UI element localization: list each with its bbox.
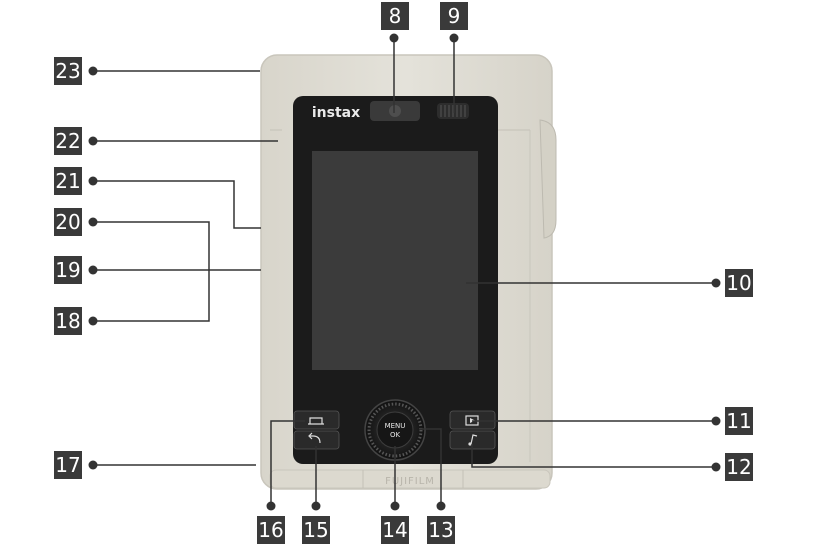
callout-10: 10 xyxy=(725,269,753,297)
bottom-brand-text: FUJIFILM xyxy=(385,476,435,487)
menu-ok-dial: MENU OK xyxy=(364,399,426,461)
callout-22: 22 xyxy=(54,127,82,155)
callout-13: 13 xyxy=(427,516,455,544)
callout-15: 15 xyxy=(302,516,330,544)
callout-16: 16 xyxy=(257,516,285,544)
left-upper-button xyxy=(293,410,340,430)
front-panel: instax xyxy=(293,96,498,464)
playback-button xyxy=(449,410,496,430)
callout-14: 14 xyxy=(381,516,409,544)
callout-17: 17 xyxy=(54,451,82,479)
menu-label: MENU xyxy=(385,422,406,430)
callout-20: 20 xyxy=(54,208,82,236)
leader-dots xyxy=(88,33,721,511)
leader-lines xyxy=(93,38,716,506)
back-button xyxy=(293,430,340,450)
callout-18: 18 xyxy=(54,307,82,335)
callout-23: 23 xyxy=(54,57,82,85)
ok-label: OK xyxy=(390,431,401,439)
callout-8: 8 xyxy=(381,2,409,30)
lcd-screen xyxy=(312,151,478,370)
callout-12: 12 xyxy=(725,453,753,481)
callout-19: 19 xyxy=(54,256,82,284)
callout-11: 11 xyxy=(725,407,753,435)
brand-logo: instax xyxy=(312,105,360,121)
callout-21: 21 xyxy=(54,167,82,195)
callout-9: 9 xyxy=(440,2,468,30)
